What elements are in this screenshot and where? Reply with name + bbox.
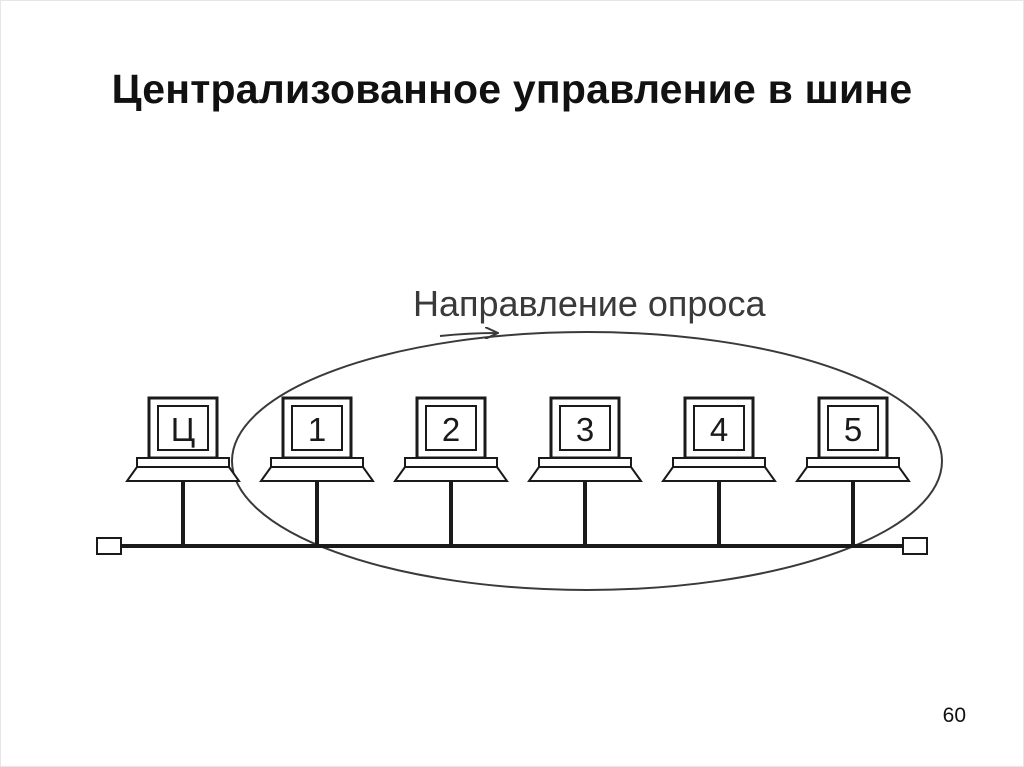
polling-loop-ellipse: [231, 331, 943, 591]
computer-base: [136, 457, 230, 468]
computer-base: [672, 457, 766, 468]
computer-node: 2: [393, 396, 509, 546]
bus-terminator-right: [902, 537, 928, 555]
poll-direction-label: Направление опроса: [413, 283, 766, 324]
computer-node: 1: [259, 396, 375, 546]
node-label: 2: [442, 411, 460, 448]
keyboard: [125, 466, 241, 482]
central-computer: Ц: [125, 396, 241, 546]
keyboard: [527, 466, 643, 482]
bus-terminator-left: [96, 537, 122, 555]
computer-base: [404, 457, 498, 468]
node-label: 3: [576, 411, 594, 448]
keyboard: [795, 466, 911, 482]
keyboard: [661, 466, 777, 482]
computer-node: 4: [661, 396, 777, 546]
slide-title: Централизованное управление в шине: [111, 66, 913, 112]
computer-base: [806, 457, 900, 468]
node-label: Ц: [171, 411, 195, 448]
computer-node: 3: [527, 396, 643, 546]
node-label: 5: [844, 411, 862, 448]
monitor-screen: [157, 405, 209, 451]
node-label: 1: [308, 411, 326, 448]
monitor-screen: [425, 405, 477, 451]
monitor-screen: [559, 405, 611, 451]
page-number: 60: [942, 704, 966, 727]
keyboard: [259, 466, 375, 482]
nodes-layer: Ц 1 2 3 4 5: [125, 396, 911, 546]
monitor-screen: [827, 405, 879, 451]
node-label: 4: [710, 411, 728, 448]
computer-base: [270, 457, 364, 468]
computer-node: 5: [795, 396, 911, 546]
computer-base: [538, 457, 632, 468]
monitor-screen: [693, 405, 745, 451]
keyboard: [393, 466, 509, 482]
poll-direction-arrow: [439, 333, 497, 336]
monitor-screen: [291, 405, 343, 451]
